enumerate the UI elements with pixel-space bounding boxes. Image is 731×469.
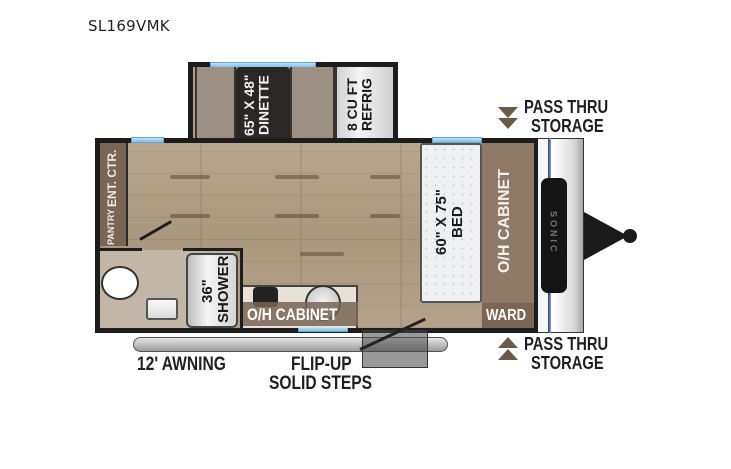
pantry-ent-center: ENT. CTR. PANTRY [100, 143, 128, 246]
pass-thru-arrow-up-icon [498, 349, 518, 360]
awning-label: 12' AWNING [137, 354, 226, 375]
floor-grain [370, 214, 400, 218]
floor-grain [170, 175, 210, 179]
dinette-bench-left [195, 67, 236, 143]
entry-steps [362, 330, 428, 368]
floor-grain [170, 214, 210, 218]
floor-grain [275, 214, 319, 218]
steps-label-line1: FLIP-UP [291, 354, 352, 375]
brand-badge: SONIC [541, 178, 567, 293]
wardrobe: WARD [482, 303, 534, 328]
bed-label: 60" X 75" BED [433, 189, 466, 256]
ent-center-label: ENT. CTR. [105, 149, 119, 207]
pass-thru-arrow-down-icon [498, 118, 518, 129]
dinette-table: 65" X 48" DINETTE [236, 67, 290, 143]
shower-label: 36" SHOWER [199, 255, 232, 324]
toilet-icon [101, 266, 139, 300]
front-cabinet-label: O/H CABINET [496, 169, 513, 273]
wardrobe-label: WARD [486, 307, 527, 324]
bathroom-wall [100, 248, 142, 251]
dinette-label: 65" X 48" DINETTE [241, 74, 272, 136]
pass-thru-bottom-line1: PASS THRU [524, 334, 609, 354]
floor-grain [275, 175, 319, 179]
bed: 60" X 75" BED [420, 143, 482, 303]
model-title: SL169VMK [88, 17, 170, 35]
bathroom-wall [183, 248, 243, 251]
brand-badge-text: SONIC [548, 211, 559, 255]
bedroom-window [432, 137, 482, 143]
hitch-tongue-icon [584, 212, 628, 260]
pass-thru-arrow-down-icon [498, 107, 518, 118]
shower: 36" SHOWER [186, 253, 238, 328]
pass-thru-arrow-up-icon [498, 337, 518, 348]
hitch-coupler-icon [623, 229, 637, 243]
rear-window [131, 137, 164, 143]
floor-grain [370, 175, 400, 179]
dinette-bench-right [290, 67, 335, 143]
bathroom-sink-icon [146, 298, 178, 320]
pass-thru-top-line2: STORAGE [531, 116, 604, 136]
bathroom-wall [240, 248, 243, 328]
galley-oh-cabinet: O/H CABINET [243, 302, 358, 326]
galley-cabinet-label: O/H CABINET [247, 305, 338, 324]
pantry-label: PANTRY [106, 209, 116, 245]
steps-label-line2: SOLID STEPS [269, 373, 373, 394]
floor-grain [300, 252, 344, 256]
pass-thru-top-line1: PASS THRU [524, 97, 609, 117]
pass-thru-bottom-line2: STORAGE [531, 353, 604, 373]
refrigerator: 8 CU FT REFRIG [335, 67, 393, 143]
refrigerator-label: 8 CU FT REFRIG [344, 78, 375, 132]
front-oh-cabinet: O/H CABINET [482, 143, 534, 303]
